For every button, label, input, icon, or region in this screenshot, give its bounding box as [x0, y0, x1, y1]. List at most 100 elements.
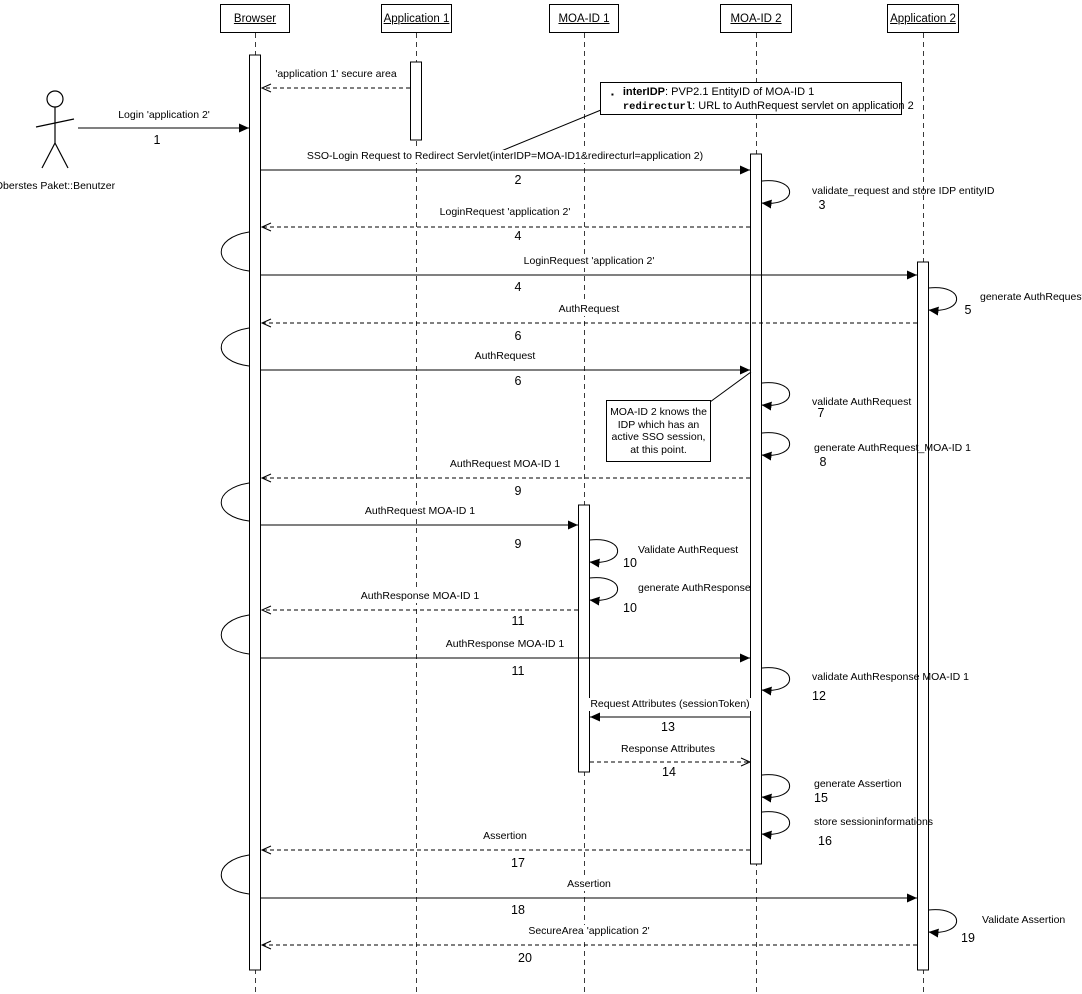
participant-label: Application 1	[383, 12, 450, 25]
message-label: AuthResponse MOA-ID 1	[442, 638, 568, 651]
browser-redirect-arcs	[220, 231, 250, 895]
activation-moa-id-1	[578, 504, 590, 773]
message-label: AuthRequest MOA-ID 1	[361, 505, 479, 518]
message-number: 5	[962, 303, 974, 317]
message-label: AuthRequest MOA-ID 1	[446, 458, 564, 471]
actor-figure	[35, 90, 75, 169]
self-arrow-validate-assertion	[928, 909, 957, 938]
message-number: 11	[509, 664, 527, 678]
activation-browser	[249, 54, 261, 971]
return-arrows	[260, 83, 917, 950]
message-label: validate_request and store IDP entityID	[812, 185, 995, 197]
note-connector-config	[488, 109, 602, 157]
participant-label: MOA-ID 1	[558, 12, 610, 25]
note-config-term-1: interIDP	[622, 86, 666, 98]
message-number: 14	[660, 765, 678, 779]
message-number: 7	[815, 406, 827, 420]
participant-label: Browser	[233, 12, 277, 25]
browser-redirect-arc-4	[220, 614, 250, 655]
note-config-rest-1: : PVP2.1 EntityID of MOA-ID 1	[665, 86, 815, 98]
message-number: 20	[516, 951, 534, 965]
self-message-arcs	[589, 180, 957, 938]
message-number: 6	[512, 374, 524, 388]
self-arrow-validate-auth-request	[761, 382, 790, 411]
actor-leg-left	[41, 142, 56, 169]
message-label: Response Attributes	[618, 743, 718, 756]
message-number: 8	[817, 455, 829, 469]
self-arrow-validate-request	[761, 180, 790, 209]
message-label: Validate Assertion	[982, 914, 1066, 926]
message-label: SSO-Login Request to Redirect Servlet(in…	[303, 150, 707, 163]
message-number: 2	[512, 173, 524, 187]
message-label: Request Attributes (sessionToken)	[587, 698, 753, 711]
note-config-line-1: interIDP: PVP2.1 EntityID of MOA-ID 1	[623, 86, 814, 98]
note-config-rest-2: : URL to AuthRequest servlet on applicat…	[692, 99, 914, 112]
actor-head	[46, 90, 64, 108]
message-label: SecureArea 'application 2'	[525, 925, 653, 938]
self-arrow-validate-auth-response	[761, 667, 790, 696]
message-number: 15	[812, 791, 830, 805]
message-label: Login 'application 2'	[115, 109, 213, 122]
message-label: Assertion	[480, 830, 530, 843]
message-label: validate AuthResponse MOA-ID 1	[812, 671, 969, 683]
participant-label: Application 2	[890, 12, 956, 25]
message-number: 10	[621, 556, 639, 570]
activation-application-1	[410, 61, 422, 141]
message-number: 18	[509, 903, 527, 917]
note-config-term-2: redirecturl	[622, 100, 693, 113]
browser-redirect-arc-1	[220, 231, 250, 272]
browser-redirect-arc-5	[220, 854, 250, 895]
actor-leg-right	[54, 142, 69, 169]
note-config-line-2: redirecturl: URL to AuthRequest servlet …	[622, 99, 914, 113]
note-connector-sso	[709, 371, 752, 403]
message-number: 16	[816, 834, 834, 848]
message-label: Assertion	[564, 878, 614, 891]
actor-arms	[35, 118, 75, 128]
message-number: 13	[659, 720, 677, 734]
activation-application-2	[917, 261, 929, 971]
message-number: 9	[512, 484, 524, 498]
message-label: validate AuthRequest	[812, 396, 912, 408]
message-label: generate AuthRequest	[980, 291, 1082, 303]
message-label: generate AuthRequest_MOA-ID 1	[814, 442, 972, 454]
self-arrow-store-sessioninformations	[761, 811, 790, 840]
note-bullet: ▪	[611, 90, 614, 99]
message-label: 'application 1' secure area	[272, 68, 400, 81]
browser-redirect-arc-3	[220, 482, 250, 522]
message-label: generate Assertion	[814, 778, 902, 790]
message-label: LoginRequest 'application 2'	[436, 206, 574, 219]
message-number: 4	[512, 280, 524, 294]
message-number: 19	[959, 931, 977, 945]
participant-application-1: Application 1	[381, 4, 452, 33]
participant-moa-id-2: MOA-ID 2	[720, 4, 792, 33]
self-arrow-validate-auth-request-moa1	[589, 539, 618, 568]
message-label: AuthRequest	[555, 303, 623, 316]
participant-moa-id-1: MOA-ID 1	[549, 4, 619, 33]
message-label: generate AuthResponse	[638, 582, 751, 594]
message-number: 3	[816, 198, 828, 212]
self-arrow-generate-auth-request-moa1	[761, 432, 790, 461]
note-sso: MOA-ID 2 knows the IDP which has an acti…	[606, 400, 711, 462]
message-label: Validate AuthRequest	[638, 544, 739, 556]
note-connectors	[488, 109, 752, 403]
message-label: store sessioninformations	[814, 816, 934, 828]
self-arrow-generate-auth-response	[589, 577, 618, 606]
self-arrow-generate-assertion	[761, 774, 790, 803]
message-number: 17	[509, 856, 527, 870]
participant-label: MOA-ID 2	[730, 12, 782, 25]
browser-redirect-arc-2	[220, 327, 250, 367]
message-label: LoginRequest 'application 2'	[520, 255, 658, 268]
call-arrows	[78, 123, 917, 903]
message-number: 4	[512, 229, 524, 243]
message-number: 12	[810, 689, 828, 703]
message-number: 1	[151, 133, 163, 147]
self-arrow-generate-auth-request	[928, 287, 957, 316]
message-number: 9	[512, 537, 524, 551]
activation-bars	[249, 54, 929, 971]
message-number: 11	[509, 614, 527, 628]
message-label: AuthRequest	[471, 350, 539, 363]
note-config: ▪ interIDP: PVP2.1 EntityID of MOA-ID 1 …	[600, 82, 914, 115]
activation-moa-id-2	[750, 153, 762, 865]
